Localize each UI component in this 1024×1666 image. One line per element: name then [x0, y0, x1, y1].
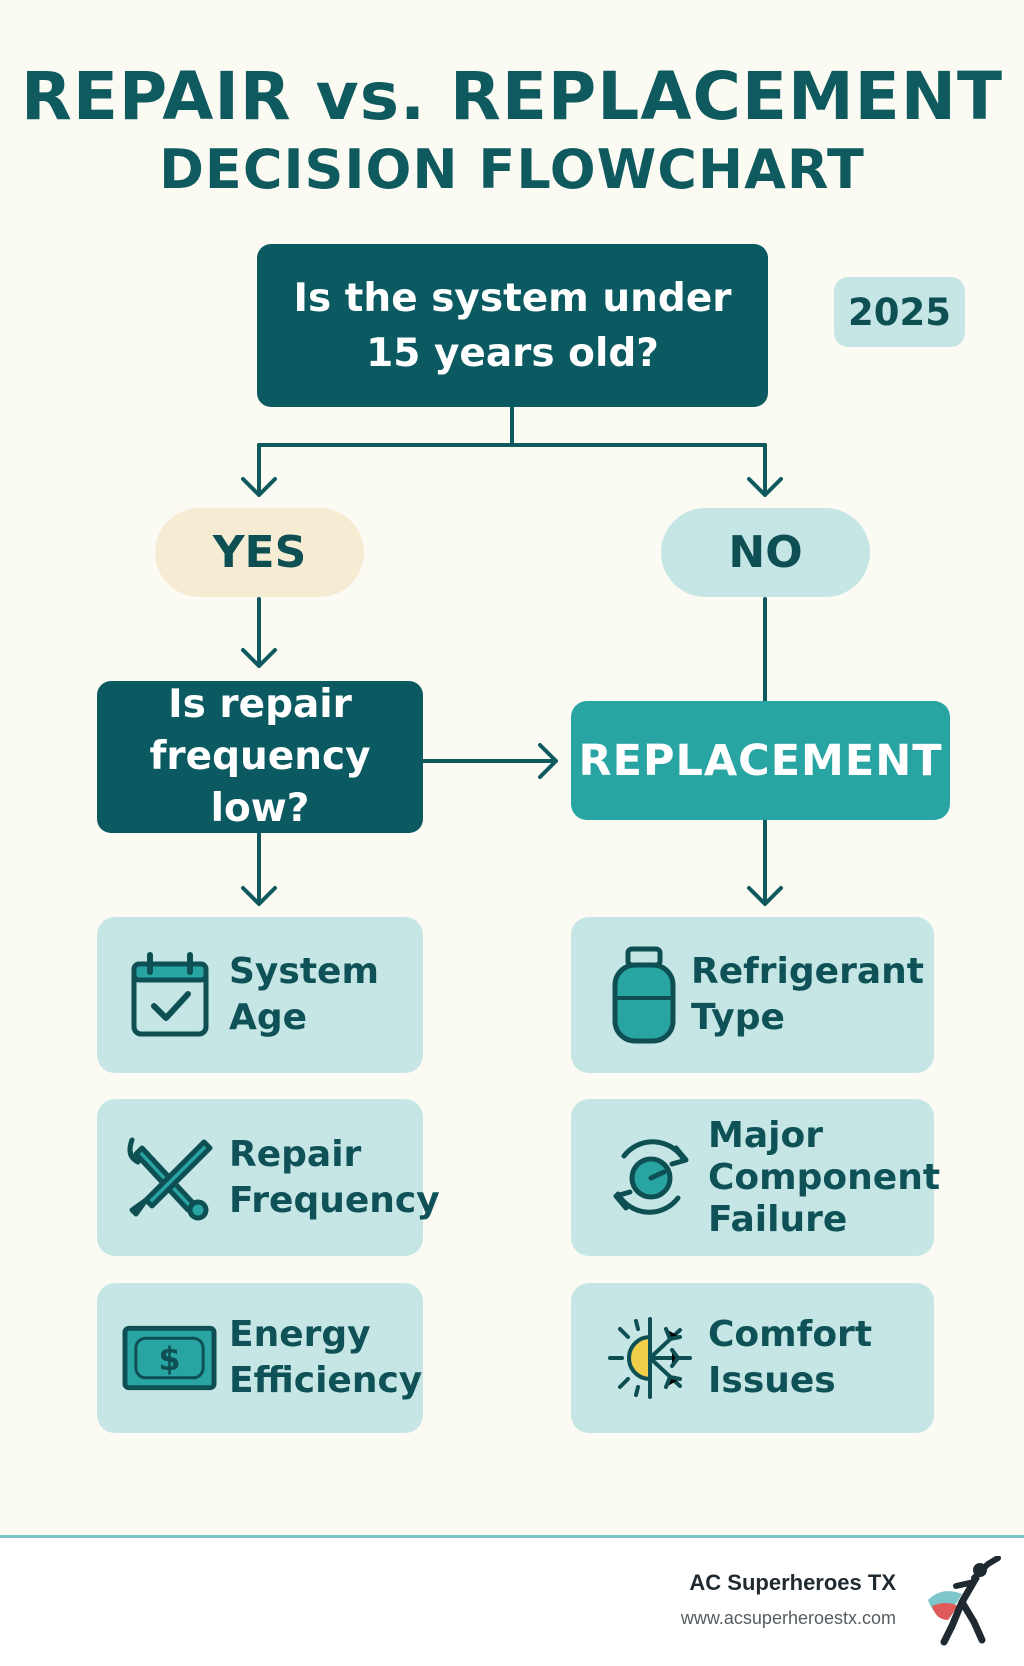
footer-brand: AC Superheroes TX	[689, 1570, 896, 1595]
connector-q1-split	[257, 405, 767, 447]
svg-text:$: $	[158, 1342, 180, 1378]
footer-divider	[0, 1535, 1024, 1538]
arrow-to-yes	[241, 443, 277, 497]
factor-label: Energy Efficiency	[229, 1314, 423, 1401]
arrow-to-no	[747, 443, 783, 497]
title-line-1: REPAIR vs. REPLACEMENT	[21, 58, 1003, 135]
title-line-2: DECISION FLOWCHART	[159, 138, 865, 201]
factor-card-refrigerant-type: Refrigerant Type	[571, 917, 934, 1073]
no-branch-pill: NO	[661, 508, 870, 597]
factor-label: Major Component Failure	[708, 1114, 941, 1240]
factor-label: Repair Frequency	[229, 1133, 440, 1221]
yes-branch-pill: YES	[155, 508, 364, 597]
factor-label: Comfort Issues	[708, 1314, 873, 1401]
connector-arrows	[241, 405, 783, 906]
factor-card-system-age: System Age	[97, 917, 423, 1073]
question-repair-frequency-box: Is repair frequency low?	[97, 681, 423, 833]
arrow-q2-to-replacement	[421, 743, 558, 779]
factor-card-comfort-issues: Comfort Issues	[571, 1283, 934, 1433]
factor-label: System Age	[229, 951, 379, 1038]
factor-card-repair-frequency: Repair Frequency	[97, 1099, 440, 1256]
question-age-box: Is the system under 15 years old?	[257, 244, 768, 407]
footer	[0, 1538, 1024, 1666]
factor-card-major-component-failure: Major Component Failure	[571, 1099, 940, 1256]
arrow-replacement-to-factors	[747, 818, 783, 906]
factor-card-energy-efficiency: $ Energy Efficiency	[97, 1283, 423, 1433]
superhero-logo-icon	[918, 1555, 1002, 1650]
cycle-gauge-icon	[606, 1132, 696, 1224]
calendar-check-icon	[122, 952, 217, 1038]
replacement-outcome-box: REPLACEMENT	[571, 701, 950, 820]
footer-url-link[interactable]: www.acsuperheroestx.com	[680, 1608, 896, 1628]
gas-cylinder-icon	[609, 946, 679, 1044]
factor-label: Refrigerant Type	[691, 951, 924, 1038]
wrench-screwdriver-icon	[122, 1132, 217, 1224]
arrow-yes-to-q2	[241, 597, 277, 668]
sun-snowflake-icon	[606, 1315, 696, 1401]
dollar-bill-icon: $	[122, 1325, 217, 1391]
year-badge: 2025	[834, 277, 965, 347]
arrow-q2-to-factors	[241, 831, 277, 906]
